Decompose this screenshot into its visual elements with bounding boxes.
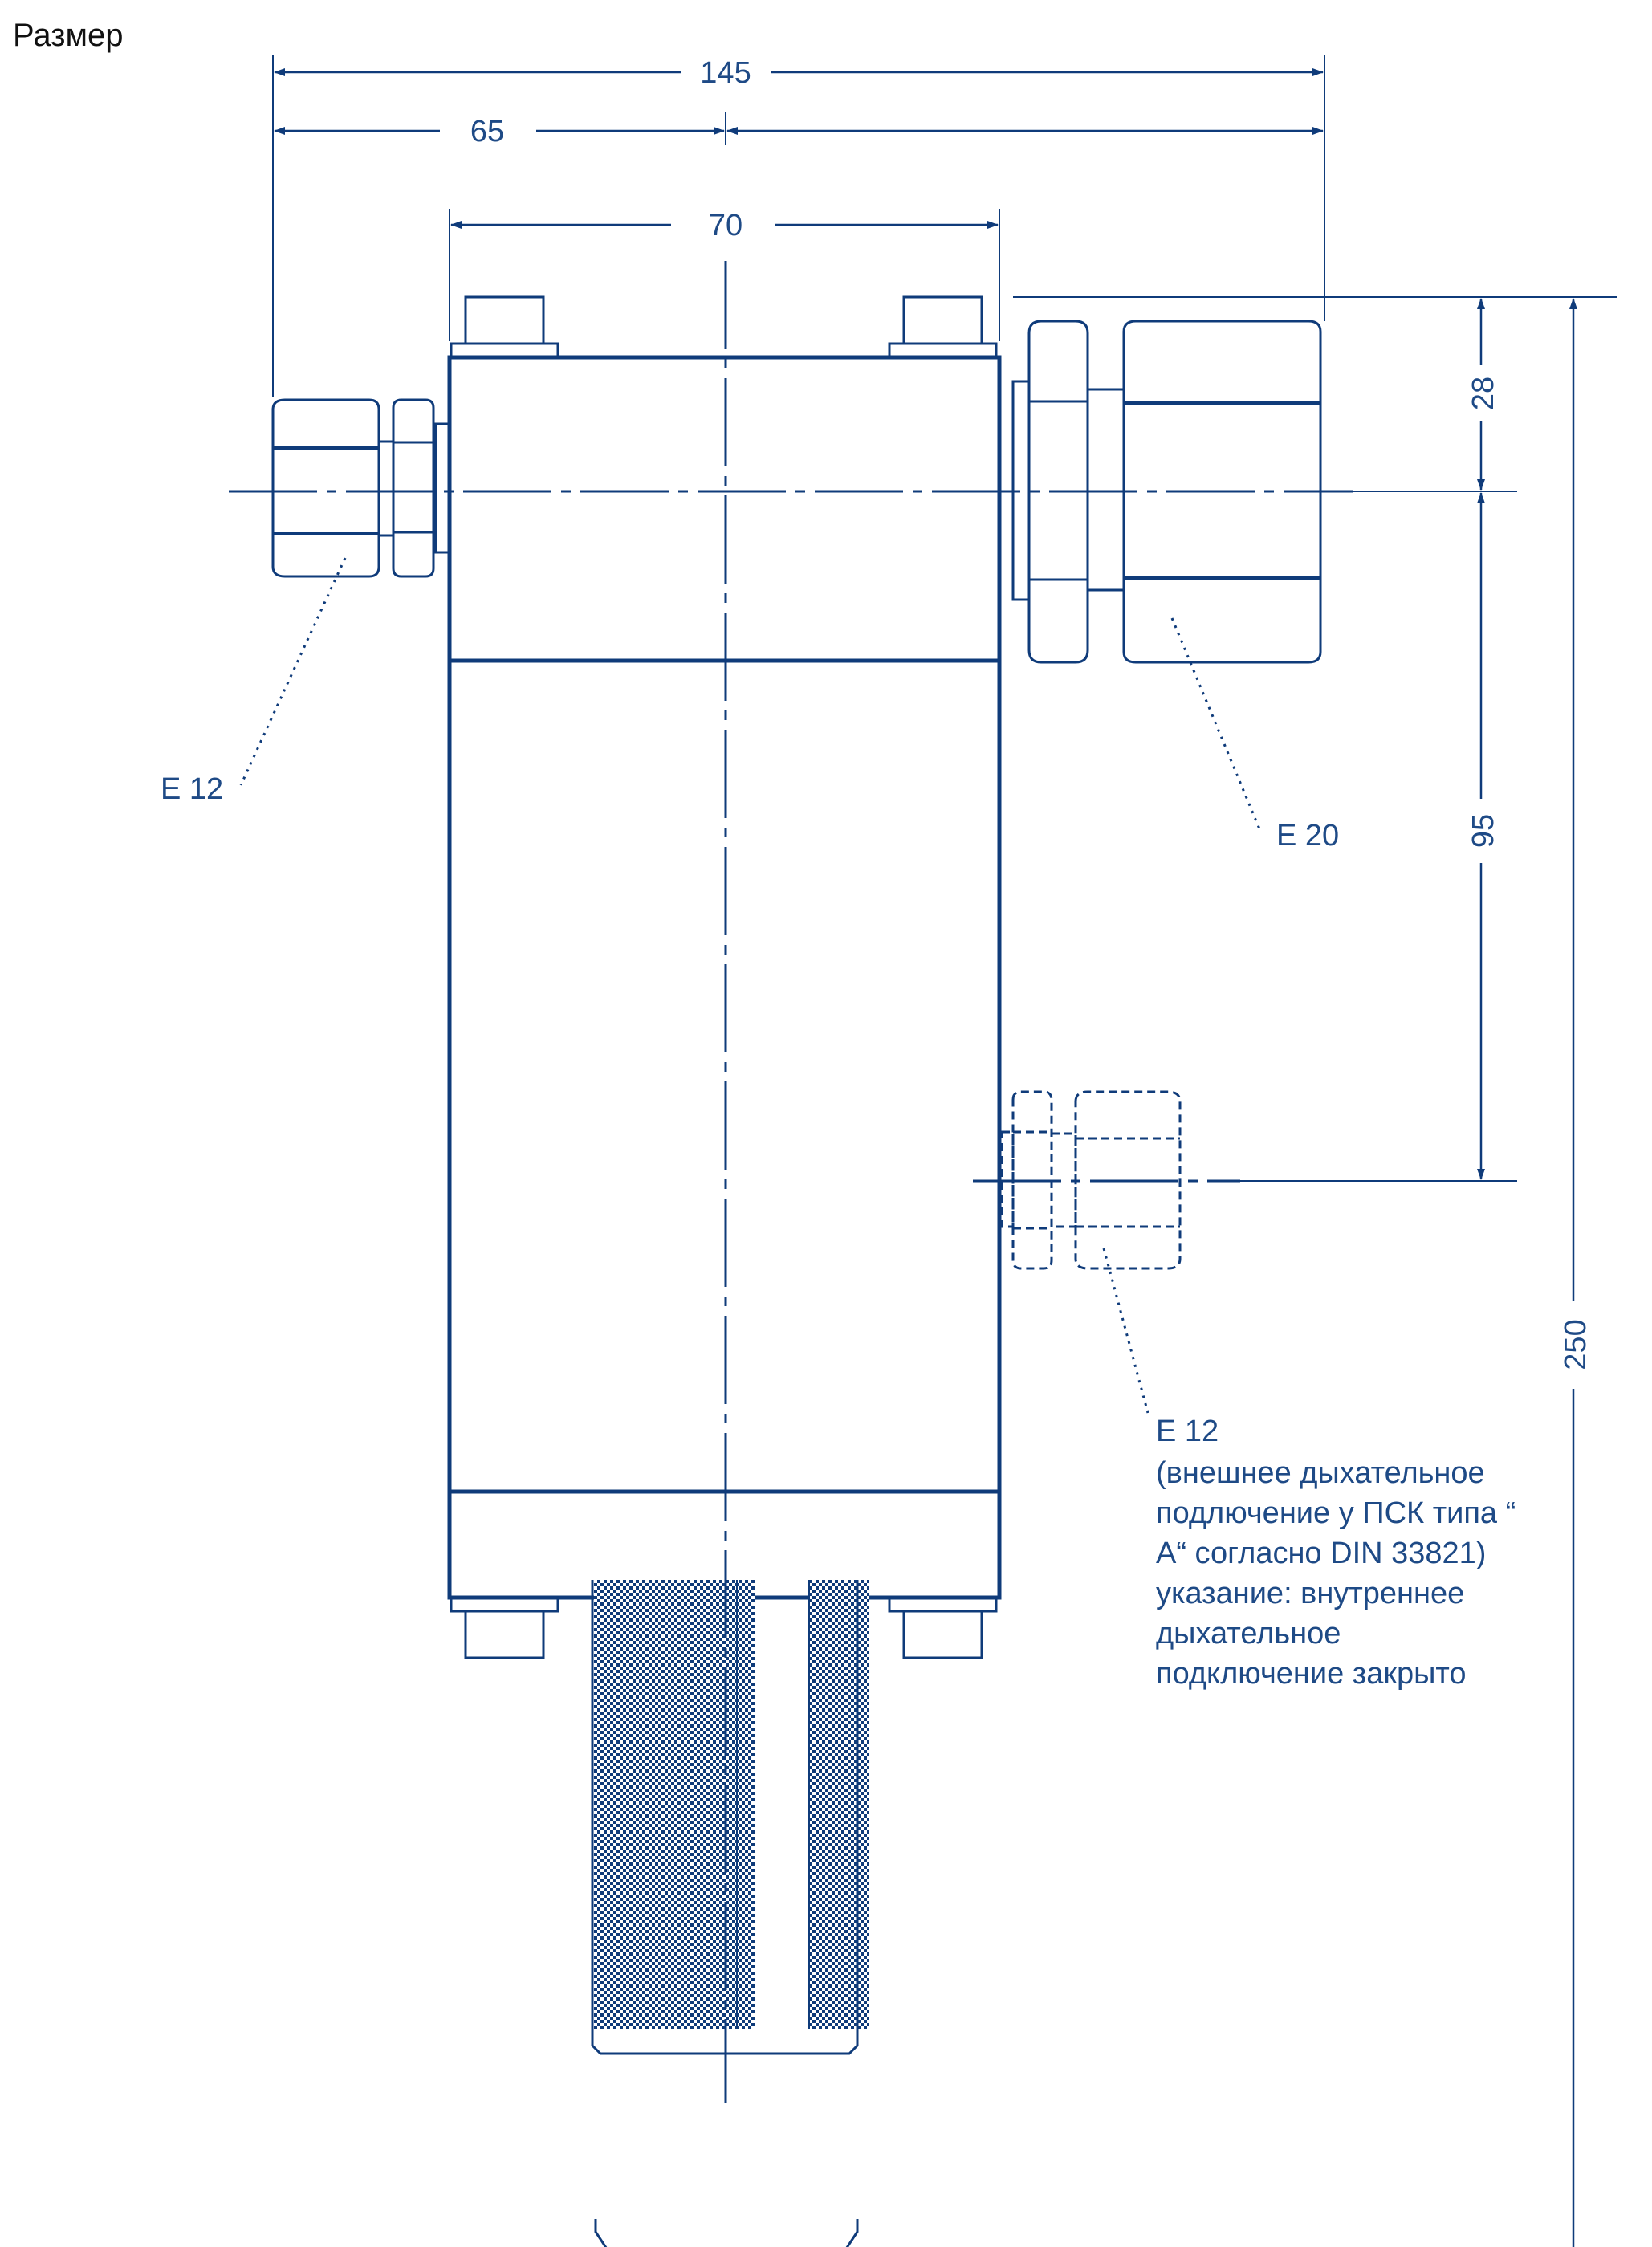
leader-left-port xyxy=(239,557,347,786)
top-bolt-left xyxy=(450,295,559,359)
dim-250-text: 250 xyxy=(1559,1319,1593,1370)
dim-145: 145 xyxy=(681,50,771,92)
right-port-label: E 20 xyxy=(1276,819,1339,853)
center-lines xyxy=(229,261,1353,2103)
dim-95: 95 xyxy=(1459,799,1503,863)
page-title: Размер xyxy=(13,18,124,53)
dim-70: 70 xyxy=(671,202,775,244)
dim-95-text: 95 xyxy=(1467,814,1500,848)
note-line: указание: внутреннее xyxy=(1156,1577,1464,1610)
leader-right-port xyxy=(1170,617,1262,832)
dim-65: 65 xyxy=(440,108,536,150)
dim-70-text: 70 xyxy=(709,209,743,242)
bottom-cap xyxy=(594,2219,859,2247)
breather-port-label: E 12 xyxy=(1156,1415,1219,1448)
extension-lines xyxy=(272,55,1617,1182)
note-line: (внешнее дыхательное xyxy=(1156,1456,1485,1490)
dim-145-text: 145 xyxy=(700,56,751,90)
filter-element xyxy=(591,1580,869,2055)
dim-65-text: 65 xyxy=(470,115,504,149)
note-line: дыхательное xyxy=(1156,1617,1341,1651)
bottom-bolt-right xyxy=(888,1596,998,1659)
bottom-bolt-left xyxy=(450,1596,559,1659)
breather-note: (внешнее дыхательное подлючение у ПСК ти… xyxy=(1156,1456,1516,1691)
leader-breather-port xyxy=(1102,1248,1149,1414)
note-line: A“ согласно DIN 33821) xyxy=(1156,1537,1486,1570)
top-bolt-right xyxy=(888,295,998,359)
dim-28: 28 xyxy=(1459,365,1503,421)
note-line: подключение закрыто xyxy=(1156,1657,1467,1691)
dim-250: 250 xyxy=(1552,1301,1595,1389)
left-fitting xyxy=(271,398,451,578)
dim-28-text: 28 xyxy=(1467,377,1500,410)
note-line: подлючение у ПСК типа “ xyxy=(1156,1496,1516,1530)
left-port-label: E 12 xyxy=(161,772,223,806)
